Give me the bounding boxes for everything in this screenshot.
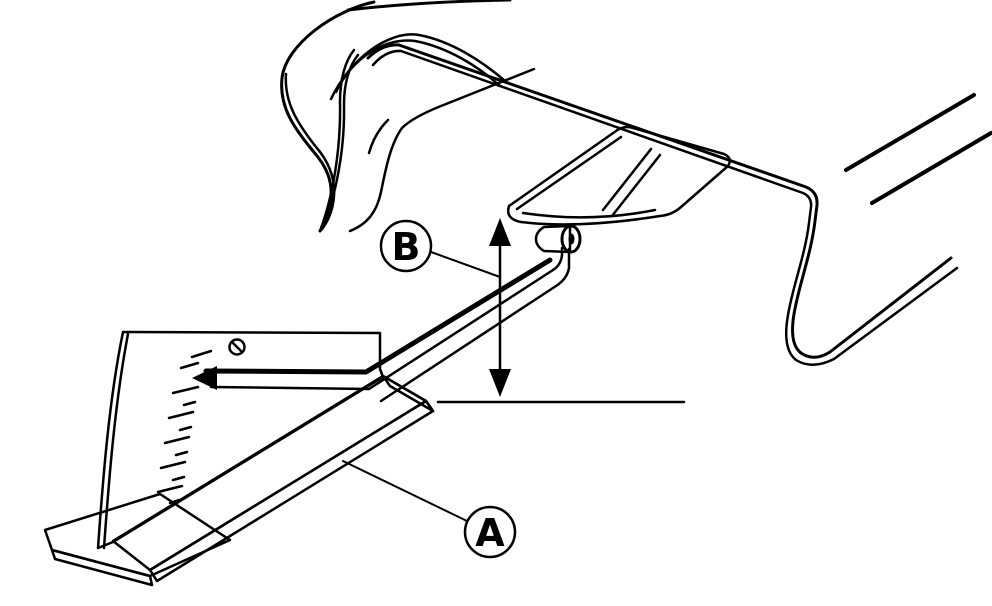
callout-A-circle <box>463 505 517 559</box>
callout-A-label: A <box>475 511 505 555</box>
callout-B-leader-line <box>430 251 501 278</box>
set-screw-slot <box>231 341 243 353</box>
measure-arrowhead-down-icon <box>489 369 511 397</box>
bracket-inner-bottom-edge <box>521 208 657 219</box>
fender-torn-inner-edge <box>284 72 336 233</box>
wheel-arch-lip-inner <box>329 33 507 101</box>
set-screw-icon <box>228 338 246 356</box>
bracket-outline <box>507 125 732 226</box>
body-top-surface-line <box>346 0 512 12</box>
hook-bolt-slot <box>568 233 575 245</box>
measure-arrowhead-up-icon <box>489 218 511 246</box>
stand-foot-top <box>43 492 232 578</box>
gauge-stand <box>43 330 435 587</box>
bracket-step-plate <box>507 125 732 226</box>
tear-edge-line-1 <box>318 48 356 233</box>
bracket-crease-2 <box>610 153 662 218</box>
inner-wheelhouse-line <box>348 67 536 233</box>
arm-bottom-edge <box>209 246 564 391</box>
bracket-crease-1 <box>601 147 653 212</box>
arm-lower-front-edge <box>379 247 571 403</box>
arm-top-edge <box>203 257 553 375</box>
pointer-arrowhead <box>192 366 217 390</box>
sill-bumper-inner-contour <box>371 49 959 366</box>
hook-bolt-head <box>560 224 582 254</box>
callout-A: A <box>342 460 517 559</box>
measuring-arm <box>192 224 582 403</box>
callout-B: B <box>379 219 501 278</box>
callout-B-label: B <box>392 225 421 269</box>
fender-crease-line <box>367 118 390 155</box>
bracket-inner-left-edge <box>515 135 623 211</box>
gauge-plate-left-inner-edge <box>102 332 130 550</box>
wheel-arch-lip-outer <box>334 39 502 94</box>
break-line-1 <box>844 93 976 172</box>
vehicle-body-section <box>280 0 992 366</box>
break-line-2 <box>870 131 992 205</box>
measurement-annotation <box>436 218 686 404</box>
straight-edge-beam-end <box>381 374 435 413</box>
sill-bumper-outer-contour <box>366 43 953 359</box>
callout-A-leader-line <box>342 460 468 522</box>
stand-foot-front-face <box>50 548 154 587</box>
callout-B-circle <box>379 219 433 273</box>
hook-roller-body <box>534 224 572 254</box>
straight-edge-beam-top <box>111 374 428 572</box>
